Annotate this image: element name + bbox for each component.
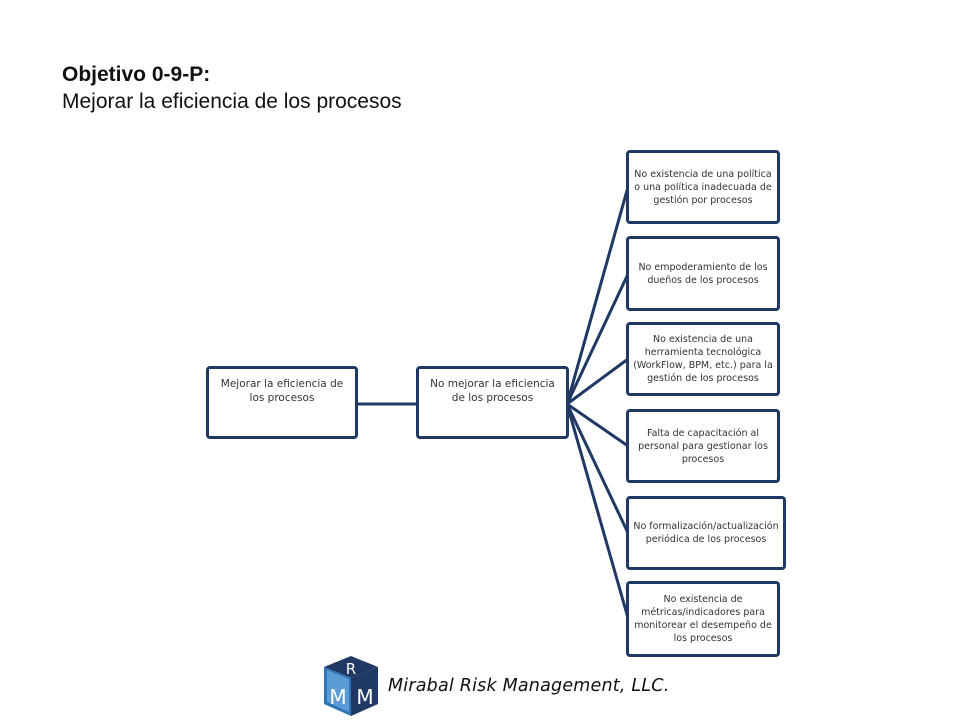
- cause-label-3: No existencia de una herramienta tecnoló…: [633, 334, 773, 384]
- cause-label-5: No formalización/actualización periódica…: [633, 521, 779, 545]
- company-name: Mirabal Risk Management, LLC.: [388, 676, 670, 696]
- logo-letter-right: M: [356, 685, 373, 709]
- root-node: Mejorar la eficiencia de los procesos: [206, 366, 358, 439]
- cause-node-4: Falta de capacitación al personal para g…: [626, 409, 780, 483]
- cause-label-4: Falta de capacitación al personal para g…: [638, 427, 768, 465]
- company-logo-icon: R M M: [324, 656, 378, 716]
- cause-node-3: No existencia de una herramienta tecnoló…: [626, 322, 780, 396]
- page-title: Objetivo 0-9-P:: [62, 63, 211, 86]
- cause-node-1: No existencia de una política o una polí…: [626, 150, 780, 224]
- page-subtitle: Mejorar la eficiencia de los procesos: [62, 90, 402, 113]
- cause-label-2: No empoderamiento de los dueños de los p…: [638, 261, 768, 286]
- problem-node-label: No mejorar la eficiencia de los procesos: [430, 378, 555, 404]
- cause-label-1: No existencia de una política o una polí…: [634, 168, 772, 206]
- connector-cause-3: [566, 357, 629, 406]
- logo-letter-left: M: [329, 685, 346, 709]
- connector-cause-2: [565, 273, 630, 405]
- cause-node-5: No formalización/actualización periódica…: [626, 496, 786, 570]
- logo-letter-top: R: [346, 660, 356, 678]
- cause-node-6: No existencia de métricas/indicadores pa…: [626, 581, 780, 657]
- connector-cause-1: [565, 186, 630, 405]
- root-node-label: Mejorar la eficiencia de los procesos: [220, 378, 344, 404]
- connector-cause-5: [565, 403, 630, 534]
- problem-node: No mejorar la eficiencia de los procesos: [416, 366, 569, 439]
- cause-node-2: No empoderamiento de los dueños de los p…: [626, 236, 780, 311]
- connector-cause-4: [566, 402, 629, 448]
- page-title-block: Objetivo 0-9-P: Mejorar la eficiencia de…: [62, 62, 402, 116]
- cause-label-6: No existencia de métricas/indicadores pa…: [634, 594, 772, 644]
- connector-cause-6: [565, 403, 630, 619]
